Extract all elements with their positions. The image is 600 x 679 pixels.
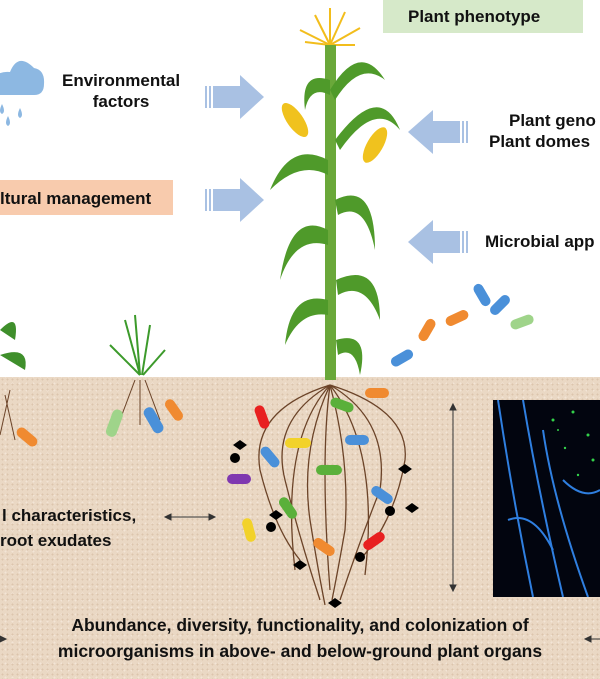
genotype-label: Plant geno Plant domes: [489, 110, 596, 152]
management-box: [0, 180, 173, 215]
rain-cloud-icon: [0, 61, 45, 126]
small-plants: [0, 314, 166, 441]
arrow-genotype: [408, 110, 468, 154]
environmental-line-1: Environmental: [62, 71, 181, 90]
bacteria: [16, 283, 534, 557]
management-label: ltural management: [0, 189, 152, 208]
arrow-environmental: [205, 75, 264, 119]
corn-plant-illustration: [270, 8, 400, 380]
tassel: [299, 8, 361, 46]
bottom-caption: Abundance, diversity, functionality, and…: [0, 612, 600, 664]
soil-characteristics-label: l characteristics, root exudates: [0, 505, 136, 551]
caption-line-1: Abundance, diversity, functionality, and…: [71, 615, 529, 635]
caption-line-2: microorganisms in above- and below-groun…: [57, 641, 543, 661]
soil-line-1: l characteristics,: [2, 506, 137, 525]
soil-line-2: root exudates: [0, 531, 112, 550]
environmental-factors-label: Environmental factors: [62, 70, 180, 112]
plant-phenotype-box: [383, 0, 583, 33]
arrow-management: [205, 178, 264, 222]
genotype-line-2: Plant domes: [489, 132, 591, 151]
environmental-line-2: factors: [92, 92, 150, 111]
microscopy-image: [493, 400, 600, 597]
arrow-microbial: [408, 220, 468, 264]
arrows: [205, 75, 468, 264]
root-exudate-markers: [230, 440, 419, 608]
microbial-label: Microbial app: [485, 232, 595, 251]
double-arrows: [0, 402, 600, 643]
root-system: [258, 384, 406, 606]
genotype-line-1: Plant geno: [509, 111, 596, 130]
plant-phenotype-label: Plant phenotype: [408, 7, 541, 26]
